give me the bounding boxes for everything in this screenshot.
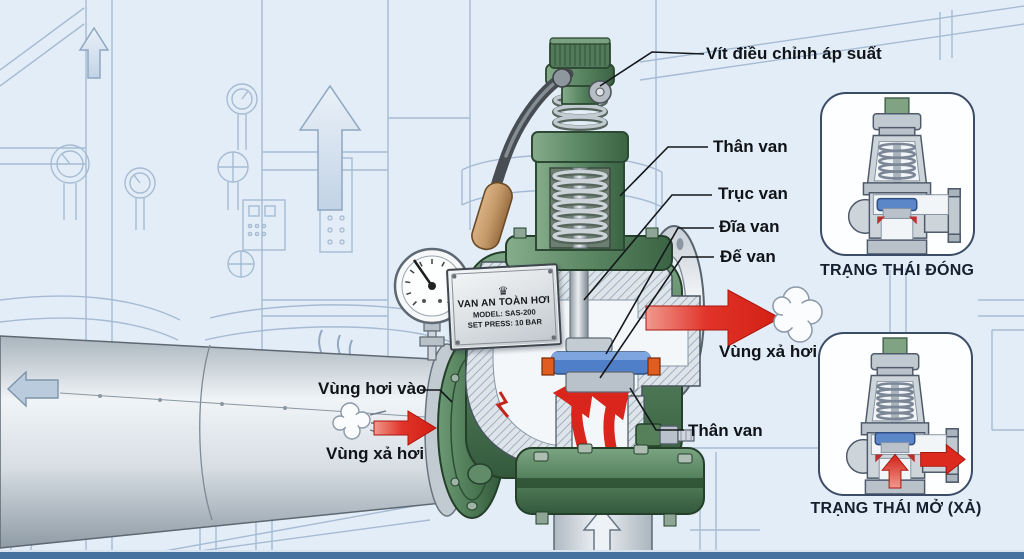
main-spring-icon (551, 169, 609, 245)
steam-cloud-icon (772, 286, 823, 343)
bottom-bar (0, 552, 1024, 559)
main-steam-pipe (0, 335, 507, 549)
valve-seat-right (647, 357, 661, 376)
label-discharge-zone-right: Vùng xả hơi (719, 342, 818, 361)
label-discharge-zone-left: Vùng xả hơi (326, 444, 425, 463)
label-valve-body-upper: Thân van (713, 137, 788, 156)
leader-lines (420, 51, 714, 431)
label-adjust-screw: Vít điều chỉnh áp suất (706, 44, 882, 63)
nameplate-title: VAN AN TOÀN HƠI (457, 294, 551, 311)
label-valve-disc: Đĩa van (719, 217, 780, 236)
mini-outlet-arrow-icon (920, 443, 966, 476)
caption-open-state: TRẠNG THÁI MỞ (XẢ) (810, 500, 982, 517)
crown-icon: ♛ (497, 283, 509, 299)
valve-bonnet-spring (471, 37, 673, 271)
steam-flow-up-arrow-icon (78, 26, 362, 211)
label-valve-seat: Đế van (720, 247, 776, 266)
wooden-handle (471, 181, 513, 251)
valve-open-diagram (845, 337, 966, 494)
state-panel-open (818, 332, 973, 496)
drain-plug (635, 423, 695, 447)
valve-bottom-flange (515, 443, 705, 527)
state-panel-closed (820, 92, 975, 256)
label-inlet-zone: Vùng hơi vào (318, 379, 427, 398)
label-valve-body-lower: Thân van (688, 421, 763, 440)
leak-steam-cloud-icon (332, 402, 389, 440)
label-valve-stem: Trục van (718, 184, 788, 203)
nameplate: ♛ VAN AN TOÀN HƠI MODEL: SAS-200 SET PRE… (445, 263, 563, 351)
discharge-arrow-icon (645, 289, 782, 347)
caption-closed-state: TRẠNG THÁI ĐÓNG (820, 262, 975, 279)
valve-closed-diagram (847, 97, 961, 254)
valve-seat-left (541, 357, 555, 376)
gauge-needle-icon (412, 259, 434, 287)
mini-inlet-arrow-icon (881, 453, 909, 489)
nameplate-model: MODEL: SAS-200 (472, 307, 536, 320)
leak-arrow-icon (373, 410, 437, 446)
flow-left-arrow-icon (6, 370, 59, 408)
test-lever (471, 68, 612, 251)
nameplate-set-pressure: SET PRESS: 10 BAR (467, 317, 543, 330)
